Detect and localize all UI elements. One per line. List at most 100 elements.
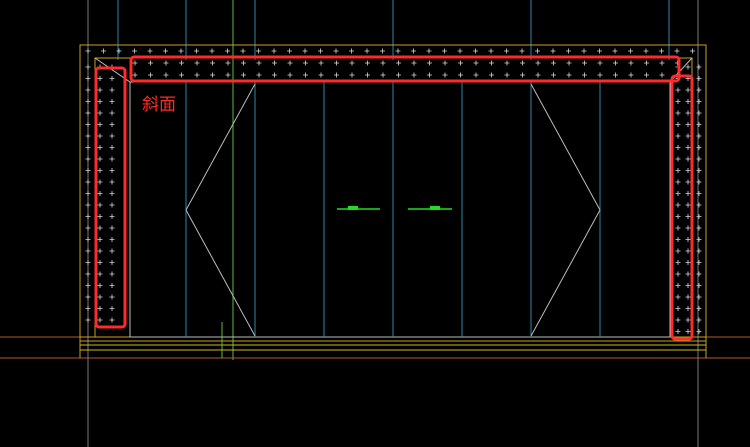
hatch-mark: [696, 225, 702, 231]
hatch-mark: [535, 60, 541, 66]
hatch-mark: [473, 60, 479, 66]
hatch-mark: [109, 317, 115, 323]
hatch-mark: [685, 294, 691, 300]
hatch-mark: [109, 110, 115, 116]
hatch-mark: [349, 48, 354, 54]
door-handle-left: [337, 206, 380, 210]
hatch-mark: [85, 214, 91, 219]
hatch-mark: [675, 202, 681, 208]
hatch-mark: [675, 110, 681, 116]
hatch-mark: [675, 99, 681, 104]
hatch-mark: [566, 72, 572, 78]
hatch-mark: [256, 72, 262, 78]
hatch-mark: [685, 156, 691, 162]
hatch-mark: [675, 214, 681, 219]
hatch-mark: [675, 294, 681, 300]
hatch-mark: [696, 99, 702, 104]
hatch-mark: [148, 72, 153, 78]
hatch-mark: [97, 76, 103, 81]
hatch-mark: [685, 283, 691, 288]
hatch-mark: [690, 48, 695, 54]
hatch-mark: [581, 48, 587, 54]
hatch-mark: [109, 133, 115, 139]
hatch-mark: [696, 329, 702, 334]
hatch-mark: [582, 60, 587, 66]
hatch-mark: [97, 133, 103, 139]
hatch-mark: [109, 283, 115, 288]
hatch-mark: [85, 260, 91, 265]
hatch-mark: [241, 60, 246, 66]
hatch-mark: [696, 133, 702, 139]
hatch-mark: [685, 133, 691, 139]
hatch-mark: [109, 191, 115, 196]
hatch-mark: [109, 225, 115, 231]
hatch-mark: [442, 48, 447, 54]
hatch-mark: [675, 225, 681, 231]
hatch-mark: [85, 87, 91, 93]
hatch-mark: [85, 99, 91, 104]
hatch-mark: [696, 248, 702, 254]
hatch-mark: [97, 87, 103, 93]
hatch-mark: [318, 72, 324, 78]
hatch-mark: [109, 76, 115, 81]
hatch-mark: [489, 72, 494, 78]
hatch-mark: [612, 48, 618, 54]
hatch-mark: [674, 48, 680, 54]
hatch-mark: [675, 248, 681, 254]
hatch-mark: [696, 283, 702, 288]
hatch-mark: [85, 76, 91, 81]
hatch-mark: [148, 60, 153, 66]
hatch-mark: [550, 48, 556, 54]
hatch-mark: [85, 283, 91, 288]
swing-indicator-right: [530, 83, 601, 337]
hatch-mark: [675, 191, 681, 196]
hatch-mark: [97, 145, 103, 150]
hatch-mark: [194, 72, 200, 78]
hatch-mark: [97, 122, 103, 127]
hatch-mark: [163, 72, 169, 78]
hatch-mark: [411, 48, 416, 54]
hatch-mark: [675, 156, 681, 162]
hatch-mark: [109, 122, 115, 127]
hatch-mark: [240, 48, 246, 54]
hatch-mark: [179, 72, 184, 78]
hatch-mark: [85, 317, 91, 323]
hatch-mark: [380, 60, 386, 66]
hatch-mark: [473, 72, 479, 78]
hatch-mark: [85, 156, 91, 162]
hatch-mark: [147, 48, 153, 54]
hatch-mark: [85, 179, 91, 185]
hatch-mark: [109, 248, 115, 254]
hatch-mark: [685, 306, 691, 311]
hatch-mark: [685, 248, 691, 254]
hatch-mark: [685, 237, 691, 242]
hatch-mark: [109, 260, 115, 265]
hatch-mark: [696, 110, 702, 116]
hatch-mark: [163, 48, 168, 54]
hatch-mark: [427, 72, 432, 78]
hatch-mark: [613, 60, 618, 66]
hatch-mark: [85, 110, 91, 116]
hatch-mark: [504, 60, 510, 66]
hatch-mark: [225, 48, 230, 54]
hatch-mark: [97, 317, 103, 323]
hatch-mark: [179, 60, 184, 66]
hatch-mark: [685, 317, 691, 323]
hatch-mark: [109, 202, 115, 208]
hatch-mark: [303, 72, 308, 78]
hatch-mark: [85, 48, 91, 54]
hatch-mark: [696, 76, 702, 81]
hatch-mark: [473, 48, 478, 54]
hatch-mark: [97, 271, 103, 277]
hatch-mark: [109, 214, 115, 219]
hatch-mark: [210, 60, 215, 66]
hatch-mark: [685, 122, 691, 127]
hatch-mark: [334, 60, 339, 66]
hatch-mark: [696, 64, 702, 70]
hatch-mark: [210, 72, 215, 78]
hatch-mark: [696, 306, 702, 311]
hatch-mark: [685, 99, 691, 104]
hatch-mark: [85, 202, 91, 208]
hatch-mark: [696, 237, 702, 242]
hatch-mark: [349, 72, 355, 78]
